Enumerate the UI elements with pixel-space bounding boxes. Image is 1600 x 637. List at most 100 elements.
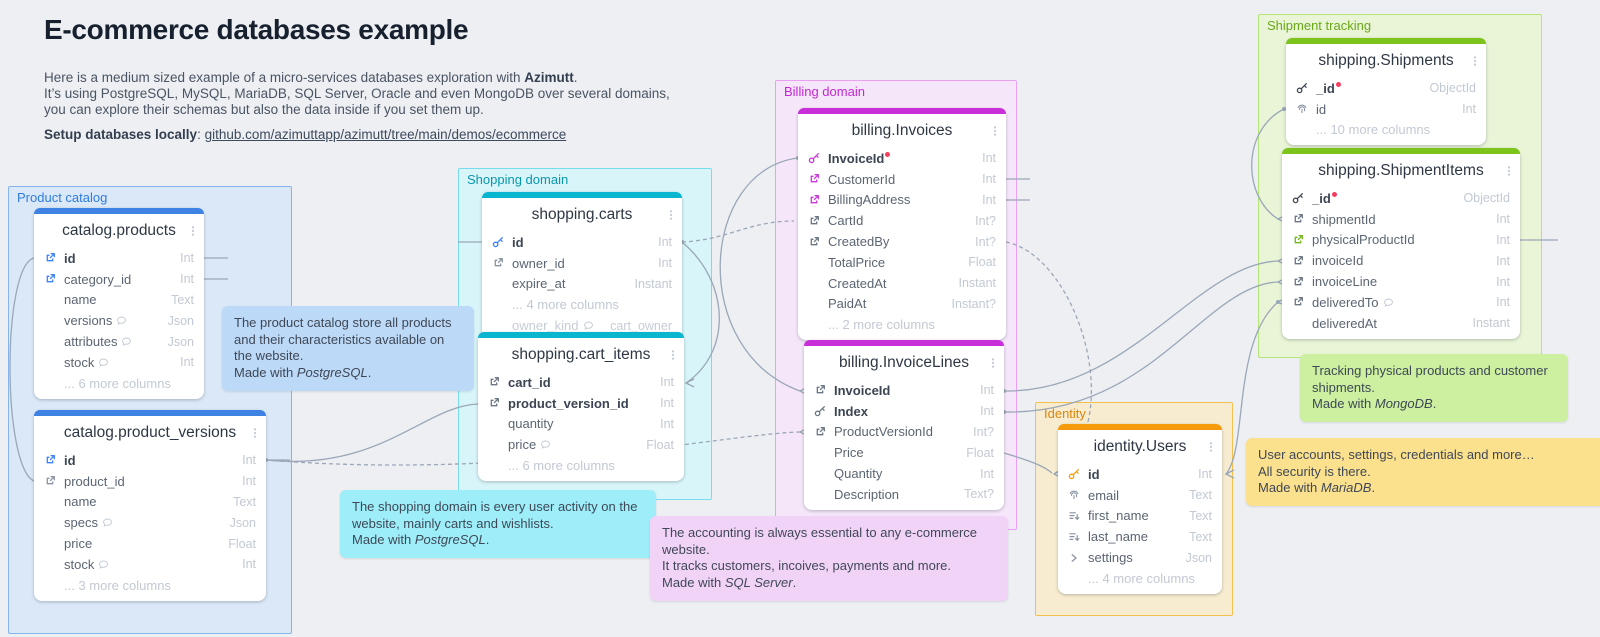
intro-text: Here is a medium sized example of a micr… — [44, 70, 670, 117]
more-columns-row[interactable]: ... 10 more columns — [1316, 122, 1431, 138]
table-menu-icon[interactable] — [1469, 55, 1481, 67]
key-icon — [808, 152, 823, 164]
note-product-catalog[interactable]: The product catalog store all products a… — [222, 306, 474, 391]
table-title[interactable]: shopping.cart_items — [478, 338, 684, 372]
no-icon — [492, 320, 507, 332]
table-title[interactable]: billing.InvoiceLines — [804, 346, 1004, 380]
table-title[interactable]: shopping.carts — [482, 198, 682, 232]
note-shopping[interactable]: The shopping domain is every user activi… — [340, 490, 656, 558]
comment-icon — [121, 336, 132, 347]
column-type: Int — [242, 557, 256, 572]
table-menu-icon[interactable] — [187, 225, 199, 237]
table-menu-icon[interactable] — [667, 349, 679, 361]
more-columns-row[interactable]: ... 3 more columns — [64, 577, 171, 593]
table-menu-icon[interactable] — [1205, 441, 1217, 453]
column-name: product_version_id — [508, 395, 629, 411]
table-title[interactable]: billing.Invoices — [798, 114, 1006, 148]
column-name: name — [64, 494, 97, 510]
table-name: catalog.products — [62, 222, 176, 239]
more-columns-row[interactable]: ... 6 more columns — [64, 375, 171, 391]
setup-link[interactable]: github.com/azimuttapp/azimutt/tree/main/… — [204, 127, 567, 142]
table-title[interactable]: identity.Users — [1058, 430, 1222, 464]
table-menu-icon[interactable] — [249, 427, 261, 439]
table-menu-icon[interactable] — [989, 125, 1001, 137]
table-title[interactable]: shipping.Shipments — [1286, 44, 1486, 78]
note-identity[interactable]: User accounts, settings, credentials and… — [1246, 438, 1600, 506]
table-title[interactable]: shipping.ShipmentItems — [1282, 154, 1520, 188]
table-menu-icon[interactable] — [665, 209, 677, 221]
column-name: CreatedBy — [828, 234, 890, 250]
table-menu-icon[interactable] — [1503, 165, 1515, 177]
more-columns-row[interactable]: ... 4 more columns — [1088, 570, 1195, 586]
no-icon — [44, 336, 59, 348]
more-columns-row[interactable]: ... 2 more columns — [828, 317, 935, 333]
note-billing[interactable]: The accounting is always essential to an… — [650, 516, 1008, 601]
table-title[interactable]: catalog.products — [34, 214, 204, 248]
table-title[interactable]: catalog.product_versions — [34, 416, 266, 450]
more-columns-row[interactable]: ... 6 more columns — [508, 458, 615, 474]
table-menu-icon[interactable] — [987, 357, 999, 369]
group-label: Billing domain — [784, 84, 865, 99]
note-shipment[interactable]: Tracking physical products and customer … — [1300, 354, 1568, 422]
more-columns-row[interactable]: ... 4 more columns — [512, 297, 619, 313]
